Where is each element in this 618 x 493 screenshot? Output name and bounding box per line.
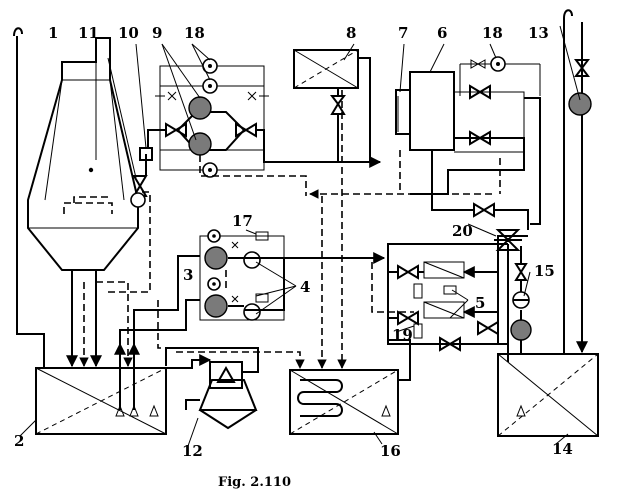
label-1: 1 [48,24,58,42]
label-3: 3 [183,266,193,284]
unit-10-11-valve [107,43,153,208]
unit-6-7-block [309,56,541,230]
label-18-left: 18 [184,24,205,42]
leader-lines [19,43,569,447]
figure-caption: Fig. 2.110 [218,475,291,490]
label-4: 4 [300,278,310,296]
label-7: 7 [398,24,408,42]
label-18-right: 18 [482,24,503,42]
label-2: 2 [14,432,24,450]
label-6: 6 [437,24,447,42]
label-10: 10 [118,24,139,42]
label-14: 14 [552,440,573,458]
label-13: 13 [528,24,549,42]
label-12: 12 [182,442,203,460]
pipe-hook-left [13,27,23,37]
furnace-tank-lines [66,191,200,417]
unit-9-manifold [147,58,382,196]
labels: 1 2 3 4 5 6 7 8 9 10 11 12 13 14 15 16 1… [14,24,573,490]
unit-3-4-pumps [199,229,386,321]
label-16: 16 [380,442,401,460]
label-20: 20 [452,222,473,240]
label-8: 8 [346,24,356,42]
label-19: 19 [392,326,413,344]
label-9: 9 [152,24,162,42]
unit-5-19-20-block [371,229,528,362]
line-return-left [16,36,45,368]
label-15: 15 [534,262,555,280]
unit-8-box [293,49,371,162]
label-5: 5 [475,294,485,312]
unit-1-furnace [27,37,139,271]
label-11: 11 [78,24,99,42]
unit-2-tank [35,367,167,435]
label-17: 17 [232,212,253,230]
unit-12-pump [165,347,259,430]
unit-16-cooler [176,90,411,435]
unit-13-14-15 [497,9,599,437]
